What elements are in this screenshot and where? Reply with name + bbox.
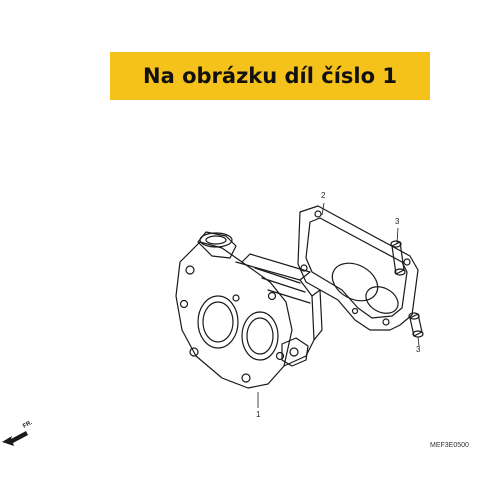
front-direction-arrow-icon: FR. <box>2 420 34 446</box>
leader-line-3-bottom <box>417 336 420 347</box>
gasket-part-2 <box>297 205 419 331</box>
title-banner: Na obrázku díl číslo 1 <box>110 52 430 100</box>
callout-3-bottom: 3 <box>416 345 421 354</box>
cylinder-part-1 <box>175 231 323 389</box>
dowel-pin-top <box>390 240 406 276</box>
leader-line-3-top <box>396 227 399 244</box>
front-direction-label: FR. <box>22 420 34 430</box>
callout-3-top: 3 <box>395 217 400 226</box>
callout-1: 1 <box>256 410 261 419</box>
leader-line-2 <box>321 202 325 216</box>
diagram-code: MEF3E0500 <box>430 442 469 449</box>
dowel-pin-bottom <box>408 312 424 338</box>
callout-2: 2 <box>321 191 326 200</box>
banner-text: Na obrázku díl číslo 1 <box>143 64 397 88</box>
